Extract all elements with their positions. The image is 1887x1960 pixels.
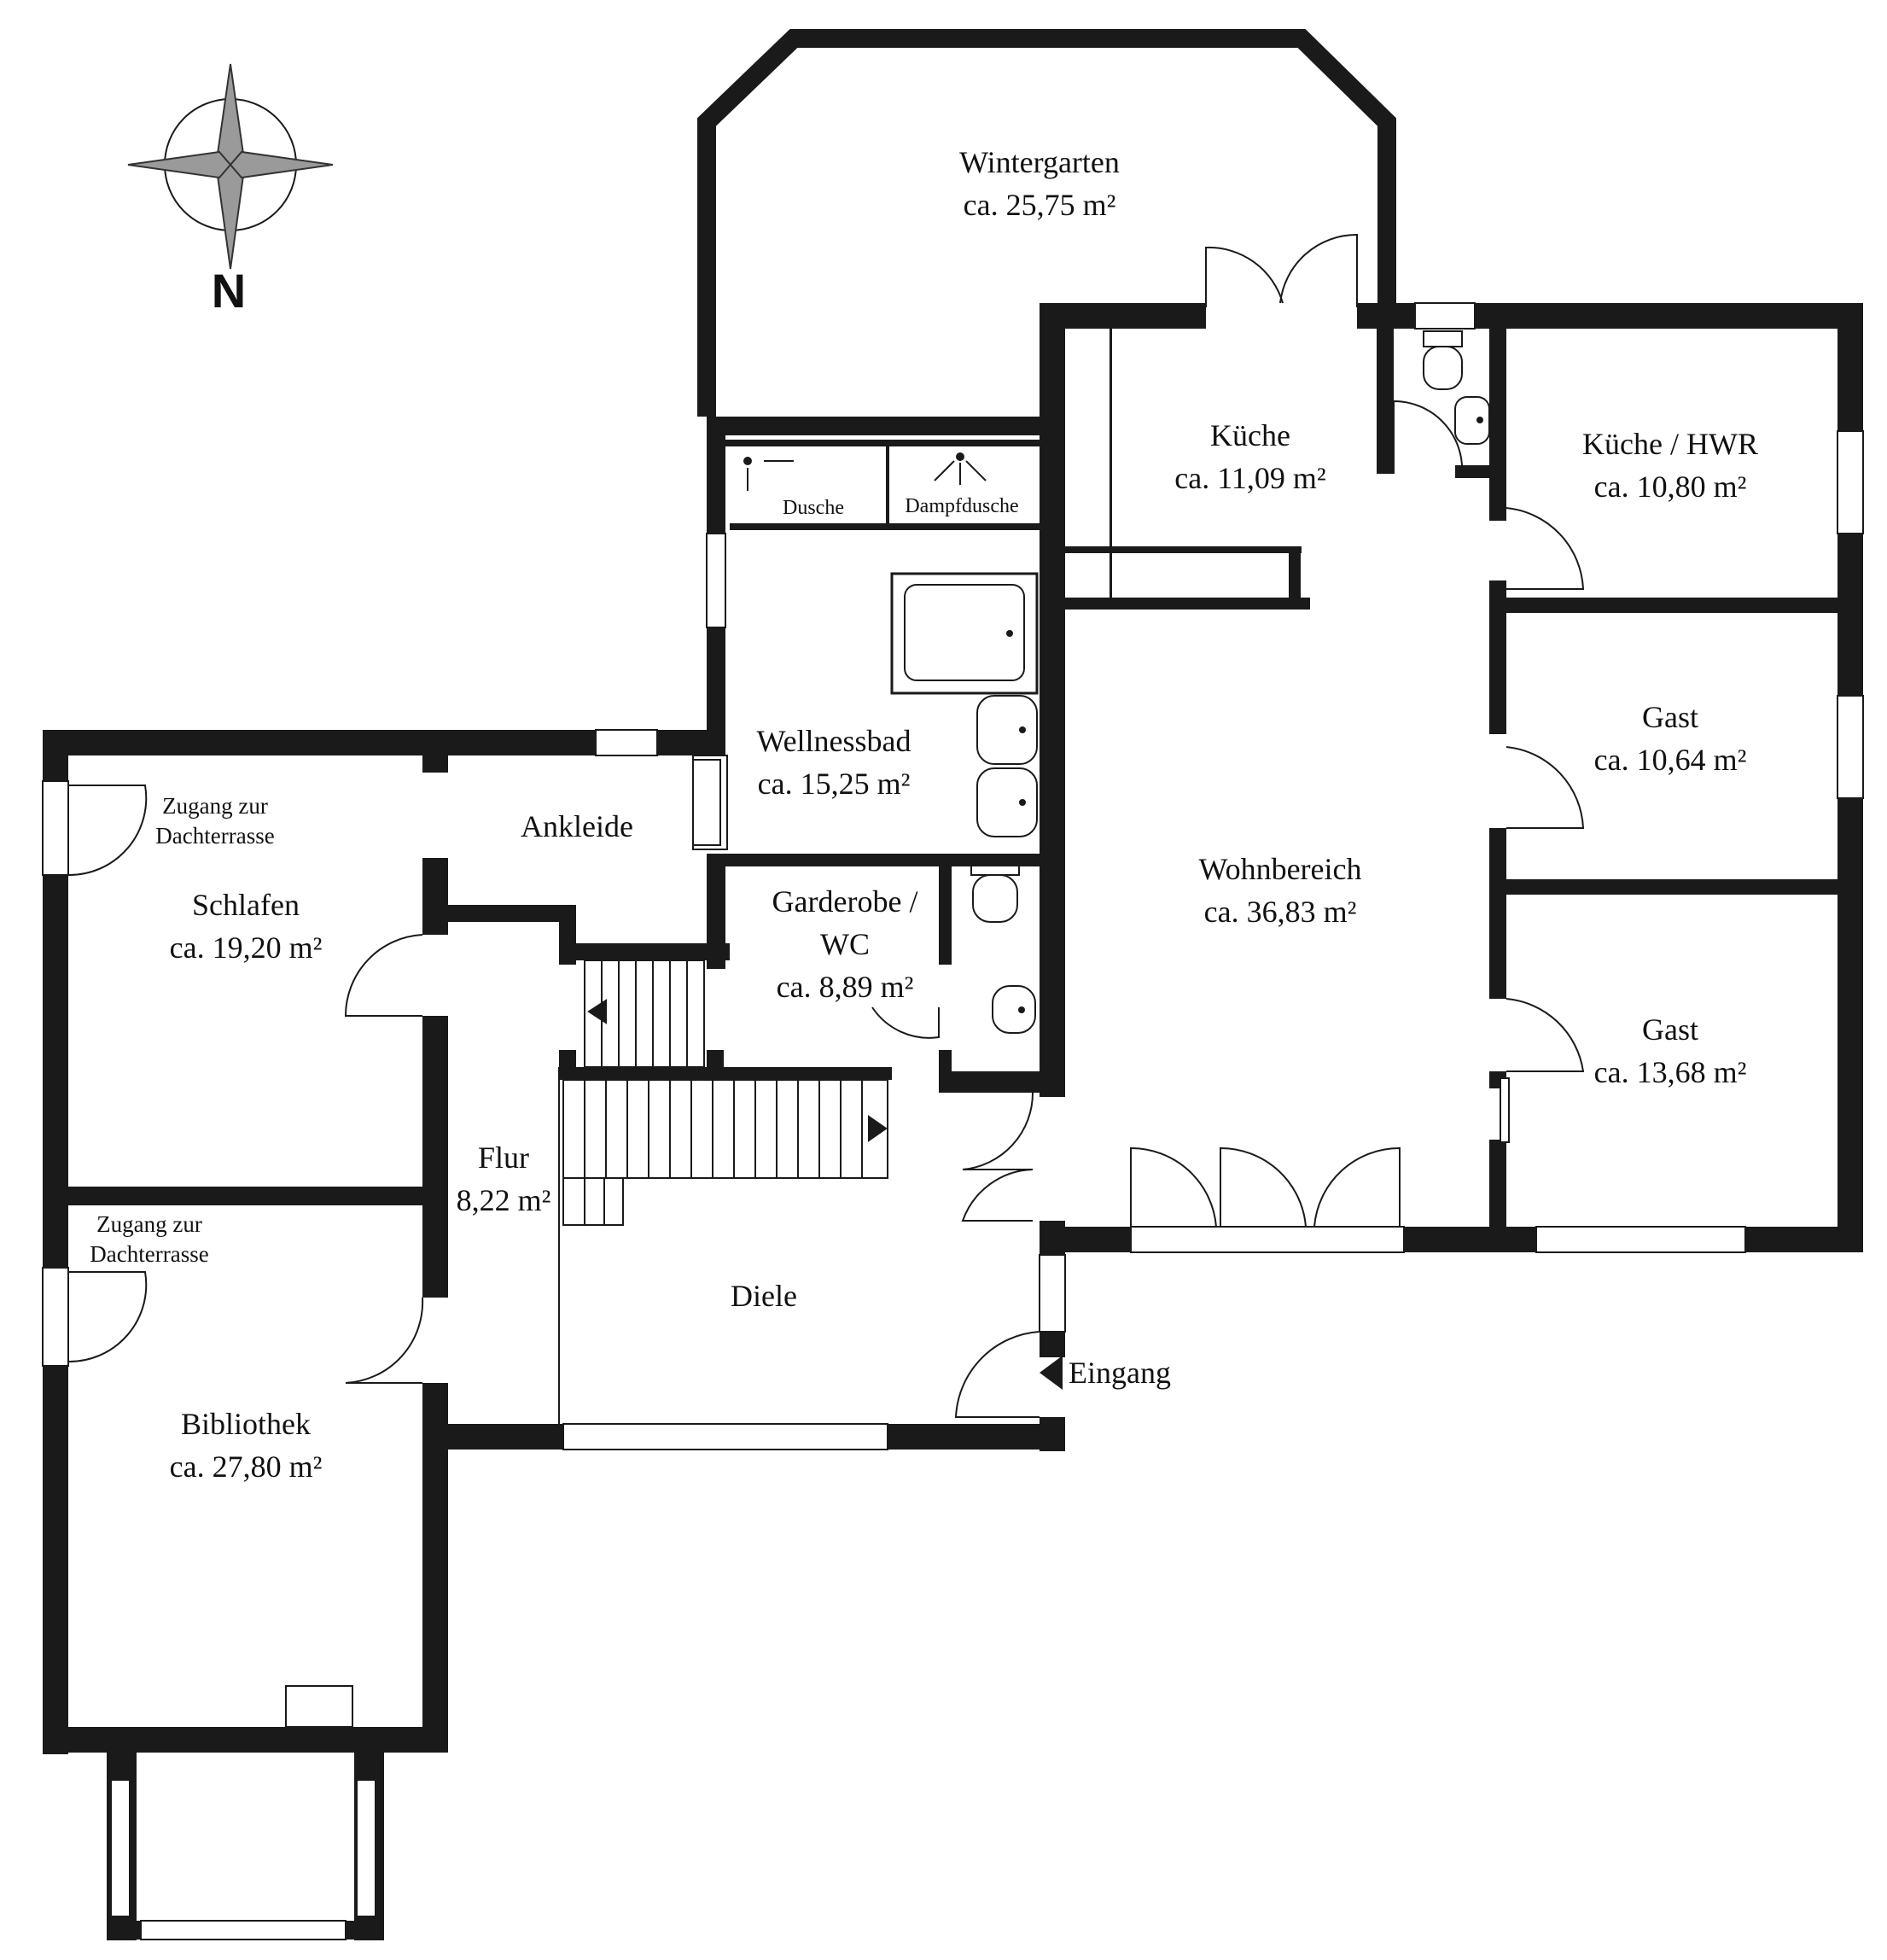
kueche-hwr-name: Küche / HWR [1582, 427, 1758, 461]
zugang-2-line1: Zugang zur [96, 1211, 202, 1237]
gast-2-area: ca. 13,68 m² [1594, 1055, 1747, 1089]
garderobe-area: ca. 8,89 m² [777, 970, 914, 1004]
compass-rose-icon [127, 63, 334, 270]
north-label: N [212, 264, 246, 318]
flur-area: 8,22 m² [457, 1183, 551, 1217]
zugang-1-line1: Zugang zur [162, 793, 268, 819]
ankleide-name: Ankleide [521, 809, 633, 843]
entrance-label: Eingang [1069, 1356, 1171, 1390]
wintergarten-wall [697, 29, 1396, 417]
zugang-2-line2: Dachterrasse [90, 1241, 208, 1267]
schlafen-name: Schlafen [192, 888, 300, 922]
kitchen-wc [1423, 330, 1490, 445]
bathtub [890, 572, 1039, 695]
diele-name: Diele [731, 1279, 797, 1313]
garderobe-name-line1: Garderobe / [772, 884, 918, 919]
doors [67, 233, 1585, 1418]
zugang-1-line2: Dachterrasse [155, 823, 274, 849]
kueche-name: Küche [1210, 418, 1290, 452]
schlafen-area: ca. 19,20 m² [170, 930, 323, 965]
garderobe-name-line2: WC [820, 927, 870, 961]
wohnbereich-name: Wohnbereich [1198, 852, 1361, 886]
gast-2-name: Gast [1642, 1012, 1698, 1047]
wellnessbad-area: ca. 15,25 m² [758, 767, 911, 801]
dusche-label: Dusche [783, 497, 844, 519]
sink-double [976, 695, 1038, 837]
steam-shower-icon [934, 452, 987, 485]
wintergarten-name: Wintergarten [959, 145, 1120, 179]
flur-name: Flur [478, 1140, 529, 1175]
shower-icon [743, 457, 794, 491]
wc-toilet [970, 857, 1036, 1034]
entrance-arrow-icon [1040, 1356, 1063, 1390]
bibliothek-area: ca. 27,80 m² [170, 1450, 323, 1484]
bibliothek-name: Bibliothek [181, 1407, 311, 1441]
wellnessbad-name: Wellnessbad [756, 724, 911, 758]
stairs [558, 960, 888, 1424]
gast-1-area: ca. 10,64 m² [1594, 743, 1747, 777]
gast-1-name: Gast [1642, 700, 1698, 734]
wintergarten-area: ca. 25,75 m² [964, 188, 1116, 222]
ankleide-shelf [692, 759, 721, 846]
kueche-area: ca. 11,09 m² [1174, 461, 1325, 495]
wohnbereich-area: ca. 36,83 m² [1204, 895, 1357, 929]
dampfdusche-label: Dampfdusche [905, 495, 1018, 517]
windows [42, 302, 1864, 1940]
kueche-hwr-area: ca. 10,80 m² [1594, 470, 1747, 504]
